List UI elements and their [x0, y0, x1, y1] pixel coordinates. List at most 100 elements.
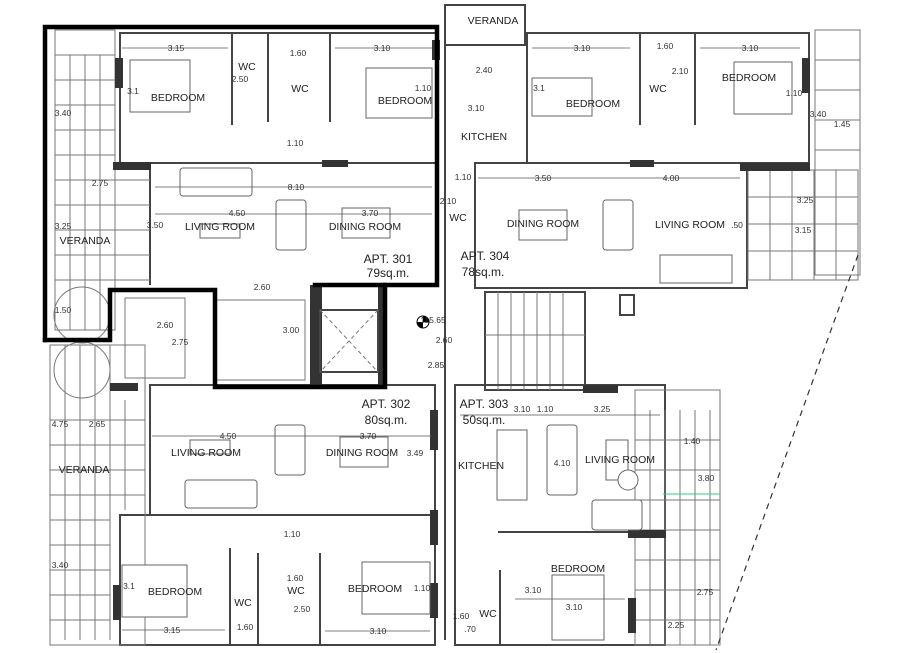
dimension-label: 1.60: [453, 611, 470, 621]
dimension-label: 3.49: [407, 448, 424, 458]
dimension-label: 3.10: [370, 626, 387, 636]
apartment-area: 79sq.m.: [367, 266, 410, 280]
dimension-label: 1.60: [237, 622, 254, 632]
dimension-label: 1.10: [455, 172, 472, 182]
apartment-area: 80sq.m.: [365, 413, 408, 427]
dimension-label: 4.50: [229, 208, 246, 218]
room-label-wc: WC: [238, 61, 256, 73]
room-label-wc: WC: [449, 212, 467, 224]
dimension-label: 1.10: [537, 404, 554, 414]
dimension-label: 2.40: [476, 65, 493, 75]
dimension-label: 3.10: [566, 602, 583, 612]
dimension-label: 2.50: [232, 74, 249, 84]
dimension-label: 4.00: [663, 173, 680, 183]
room-label-bedroom: BEDROOM: [348, 583, 402, 595]
dimension-label: 4.75: [52, 419, 69, 429]
dimension-lines: [122, 47, 800, 632]
room-label-bedroom: BEDROOM: [551, 563, 605, 575]
dimension-label: 3.40: [55, 108, 72, 118]
room-label-bedroom: BEDROOM: [722, 72, 776, 84]
room-label-living-room: LIVING ROOM: [585, 454, 655, 466]
dimension-label: 3.50: [147, 220, 164, 230]
dimension-label: 1.45: [834, 119, 851, 129]
apartment-area: 78sq.m.: [462, 265, 505, 279]
room-label-kitchen: KITCHEN: [461, 131, 507, 143]
dimension-label: 1.40: [684, 436, 701, 446]
dimension-label: 3.10: [742, 43, 759, 53]
dimension-label: 3.40: [52, 560, 69, 570]
dimension-label: 3.00: [283, 325, 300, 335]
room-label-living-room: LIVING ROOM: [185, 221, 255, 233]
room-label-veranda: VERANDA: [59, 464, 110, 476]
dimension-label: 2.10: [672, 66, 689, 76]
room-label-living-room: LIVING ROOM: [655, 219, 725, 231]
room-label-living-room: LIVING ROOM: [171, 447, 241, 459]
room-labels: BEDROOM BEDROOM WC WC LIVING ROOM DINING…: [59, 15, 777, 620]
dimension-label: 3.50: [535, 173, 552, 183]
dimension-label: 2.65: [89, 419, 106, 429]
apartment-name: APT. 301: [364, 252, 413, 266]
room-label-wc: WC: [234, 597, 252, 609]
apartment-name: APT. 303: [460, 397, 509, 411]
dimension-label: 2.60: [436, 335, 453, 345]
dimension-label: 4.50: [220, 431, 237, 441]
dimension-label: 3.15: [168, 43, 185, 53]
walls: [49, 4, 861, 646]
dimension-label: 3.80: [698, 473, 715, 483]
dimension-label: .50: [731, 220, 743, 230]
dimension-label: 2.75: [697, 587, 714, 597]
dimension-label: 3.25: [55, 221, 72, 231]
dimension-label: 1.10: [284, 529, 301, 539]
apartment-area: 50sq.m.: [463, 413, 506, 427]
dimension-label: 1.60: [290, 48, 307, 58]
dimension-label: 3.1: [533, 83, 545, 93]
room-label-wc: WC: [649, 83, 667, 95]
dimension-label: .70: [464, 624, 476, 634]
dimension-label: 1.10: [414, 583, 431, 593]
level-label: 115.65: [420, 315, 446, 325]
dimension-label: 2.60: [254, 282, 271, 292]
dimension-label: 8.10: [288, 182, 305, 192]
dimension-label: 1.60: [287, 573, 304, 583]
apartment-name: APT. 304: [461, 249, 510, 263]
dimension-label: 3.15: [164, 625, 181, 635]
room-label-dining-room: DINING ROOM: [329, 221, 401, 233]
dimension-label: 3.1: [127, 86, 139, 96]
dimension-label: 2.60: [157, 320, 174, 330]
apt-301-highlight: [42, 24, 440, 390]
room-label-kitchen: KITCHEN: [458, 460, 504, 472]
dimension-label: 3.10: [574, 43, 591, 53]
dimension-label: 2.10: [440, 196, 457, 206]
room-label-veranda: VERANDA: [60, 235, 111, 247]
room-label-wc: WC: [479, 608, 497, 620]
dimension-label: 1.10: [415, 83, 432, 93]
elevator-shaft: [319, 309, 379, 373]
dimension-label: 1.10: [287, 138, 304, 148]
dimension-labels: 3.15 1.60 3.10 2.50 3.1 1.10 8.10 4.50 3…: [52, 41, 851, 636]
furniture: [121, 59, 793, 641]
dimension-label: 2.75: [172, 337, 189, 347]
dimension-label: 1.60: [657, 41, 674, 51]
dimension-label: 2.25: [668, 620, 685, 630]
dimension-label: 3.10: [514, 404, 531, 414]
dimension-label: 2.75: [92, 178, 109, 188]
dimension-label: 3.10: [525, 585, 542, 595]
dimension-label: 3.25: [797, 195, 814, 205]
dimension-label: 1.10: [786, 88, 803, 98]
dimension-label: 3.70: [360, 431, 377, 441]
dimension-label: 3.1: [123, 581, 135, 591]
room-label-dining-room: DINING ROOM: [326, 447, 398, 459]
room-label-veranda: VERANDA: [468, 15, 519, 27]
room-label-bedroom: BEDROOM: [378, 95, 432, 107]
dimension-label: 3.10: [468, 103, 485, 113]
room-label-dining-room: DINING ROOM: [507, 218, 579, 230]
room-label-bedroom: BEDROOM: [566, 98, 620, 110]
dimension-label: 3.15: [795, 225, 812, 235]
apartment-name: APT. 302: [362, 397, 411, 411]
room-label-wc: WC: [287, 585, 305, 597]
room-label-wc: WC: [291, 83, 309, 95]
dimension-label: 4.10: [554, 458, 571, 468]
room-label-bedroom: BEDROOM: [148, 586, 202, 598]
room-label-bedroom: BEDROOM: [151, 92, 205, 104]
